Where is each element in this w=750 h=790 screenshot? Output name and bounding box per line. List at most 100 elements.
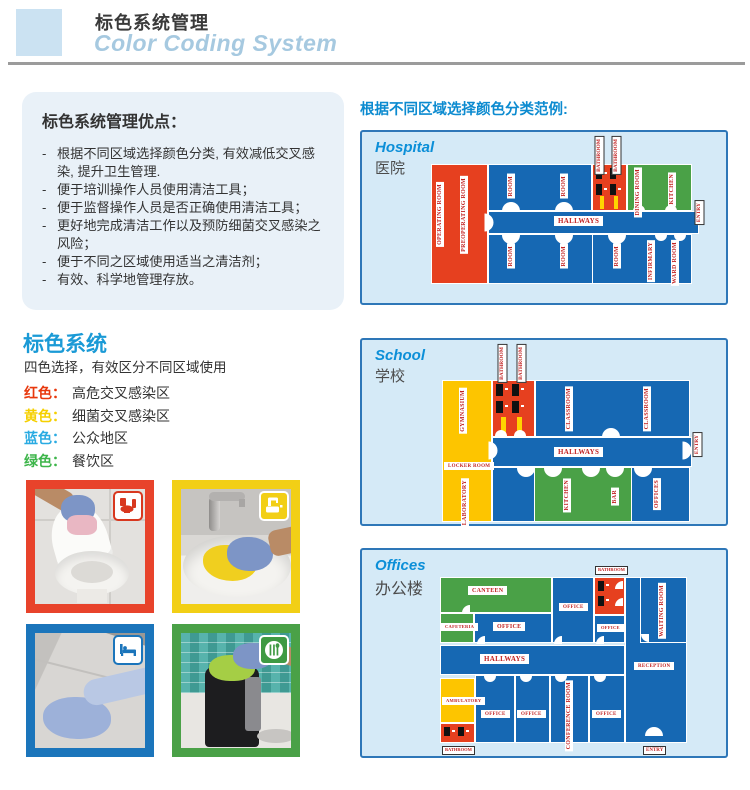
fixture-strip [600, 196, 604, 209]
list-item-text: 有效、科学地管理存放。 [57, 271, 203, 287]
hallway-label: HALLWAYS [554, 447, 604, 457]
bathroom-tag: BATHROOM [595, 566, 628, 575]
door-icon [615, 598, 623, 606]
advantages-title: 标色系统管理优点： [42, 114, 187, 131]
room-label: CLASSROOM [643, 386, 651, 432]
room-label: KITCHEN [563, 478, 571, 513]
room-label: AMBULATORY [442, 697, 486, 705]
photo-sink-cleaning [172, 480, 300, 613]
room-label: INFIRMARY [647, 240, 655, 283]
legend-row-yellow: 黄色： 细菌交叉感染区 [24, 405, 170, 428]
room-label: OFFICE [559, 603, 588, 611]
list-item-text: 更好地完成清洁工作以及预防细菌交叉感染之风险； [57, 217, 321, 251]
sink-scene [181, 489, 291, 604]
stall-door [598, 596, 604, 606]
hallway-label: HALLWAYS [554, 216, 604, 226]
list-item: -便于不同之区域使用适当之清洁剂； [42, 253, 330, 271]
door-icon [495, 430, 507, 436]
fixture [505, 388, 508, 390]
door-icon [683, 442, 692, 460]
pink-cloth [67, 515, 97, 535]
school-floor-plan: School 学校 GYMNASIUM LOCKER ROOM LABORAT [360, 338, 728, 528]
door-icon [608, 235, 626, 244]
faucet-body [209, 497, 220, 531]
gloved-arm [81, 664, 145, 708]
list-item-text: 根据不同区域选择颜色分类, 有效减低交叉感染, 提升卫生管理. [57, 146, 315, 179]
fixture [606, 599, 609, 601]
stall-door [512, 384, 519, 396]
room-label: ROOM [507, 244, 515, 269]
door-icon [554, 636, 562, 644]
room-label: KITCHEN [668, 172, 676, 207]
stall-door [496, 384, 503, 396]
brand-square [16, 9, 62, 56]
floor-scene [35, 633, 145, 748]
entry-tag: ENTRY [693, 432, 703, 458]
drip-tray [257, 729, 291, 743]
room-label: ROOM [613, 244, 621, 269]
door-icon [485, 214, 494, 232]
fixture-strip [501, 417, 506, 433]
door-icon [615, 581, 623, 589]
room-label: WARD ROOM [671, 240, 679, 286]
reception-area [625, 577, 687, 743]
entry-tag: ENTRY [643, 746, 667, 755]
office-area [475, 675, 515, 743]
bathroom-tag: BATHROOM [612, 136, 622, 175]
header-divider [8, 62, 745, 65]
map-title-zh: 学校 [375, 368, 406, 385]
food-service-icon [259, 635, 289, 665]
map-title-zh: 医院 [375, 160, 406, 177]
coffee-scene [181, 633, 291, 748]
room-label: OFFICE [597, 624, 624, 632]
door-icon [514, 430, 526, 436]
list-item-text: 便于不同之区域使用适当之清洁剂； [57, 253, 268, 269]
toilet-icon [113, 491, 143, 521]
door-icon [655, 235, 667, 241]
door-icon [502, 235, 520, 244]
list-item-text: 便于培训操作人员使用清洁工具； [57, 181, 255, 197]
color-system-subtitle: 四色选择，有效区分不同区域使用 [24, 360, 227, 375]
door-icon [502, 202, 520, 211]
room-label: ROOM [507, 174, 515, 199]
legend-color-name: 黄色： [24, 407, 66, 424]
color-legend: 红色：高危交叉感染区 黄色：细菌交叉感染区 蓝色：公众地区 绿色：餐饮区 [24, 382, 170, 473]
offices-floor-plan: Offices 办公楼 [360, 548, 728, 758]
room-label: CLASSROOM [565, 386, 573, 432]
stall-door [458, 727, 464, 736]
room-label: OFFICES [653, 478, 661, 511]
map-title-en: School [375, 347, 426, 364]
door-icon [489, 442, 498, 460]
list-item: -有效、科学地管理存放。 [42, 271, 330, 289]
fixture [521, 388, 524, 390]
room-label: GYMNASIUM [459, 388, 467, 434]
sink-icon [259, 491, 289, 521]
fixture [452, 730, 455, 732]
bathroom-tag: BATHROOM [517, 344, 527, 383]
advantages-panel: 标色系统管理优点： -根据不同区域选择颜色分类, 有效减低交叉感染, 提升卫生管… [22, 92, 344, 310]
room-label: CONFERENCE ROOM [565, 680, 573, 752]
photo-machine-cleaning [172, 624, 300, 757]
door-icon [602, 428, 620, 437]
legend-desc: 细菌交叉感染区 [72, 407, 170, 424]
fixture [521, 405, 524, 407]
door-icon [606, 468, 624, 477]
wall [592, 234, 593, 284]
room-label: OPERATING ROOM [436, 182, 444, 247]
fixture [604, 172, 607, 174]
hospital-floor-plan: Hospital 医院 OPERATING ROOM PREOPERATIN [360, 130, 728, 305]
bed-icon [113, 635, 143, 665]
room-label: OFFICE [493, 622, 526, 631]
map-title-zh: 办公楼 [375, 581, 424, 598]
office-area [589, 675, 625, 743]
legend-row-red: 红色：高危交叉感染区 [24, 382, 170, 405]
door-icon [484, 676, 496, 682]
toilet-scene [35, 489, 145, 604]
door-icon [477, 636, 485, 644]
legend-desc: 餐饮区 [72, 453, 114, 470]
blue-glove [227, 537, 273, 571]
list-item: -便于监督操作人员是否正确使用清洁工具； [42, 199, 330, 217]
room-label: LOCKER ROOM [444, 462, 495, 470]
door-icon [634, 468, 652, 477]
